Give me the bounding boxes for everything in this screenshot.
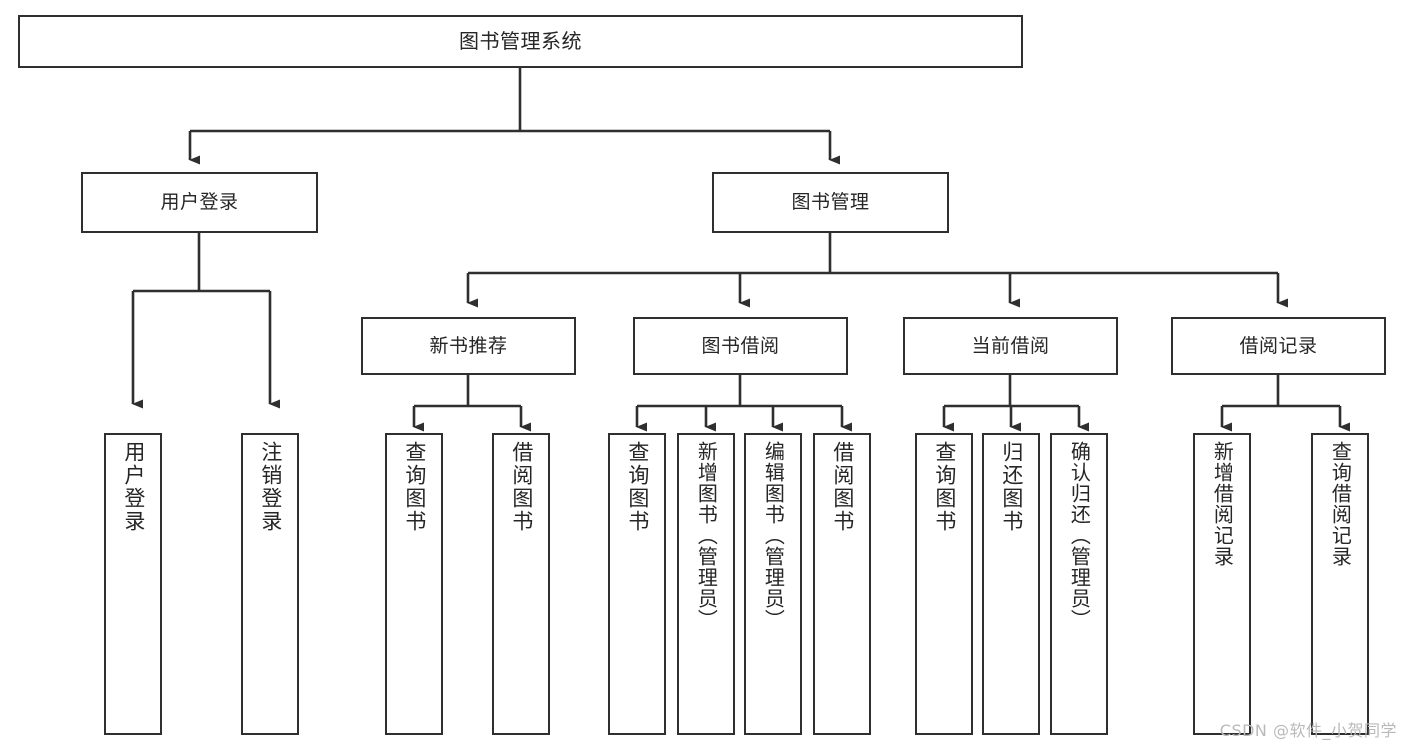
leaf-add-borrow-record[interactable]: 新增借阅记录 [1193, 433, 1251, 735]
node-label: 编辑图书（管理员） [761, 441, 786, 630]
node-user-login[interactable]: 用户登录 [81, 172, 318, 233]
leaf-borrow-book-borrow[interactable]: 借阅图书 [813, 433, 871, 735]
node-label: 新书推荐 [429, 334, 508, 357]
node-book-borrowing[interactable]: 图书借阅 [633, 317, 848, 375]
node-label: 图书管理 [791, 191, 870, 214]
node-label: 借阅图书 [830, 441, 855, 533]
node-current-borrowing[interactable]: 当前借阅 [903, 317, 1118, 375]
node-root-book-management-system[interactable]: 图书管理系统 [18, 15, 1023, 68]
node-label: 新增图书（管理员） [694, 441, 719, 630]
node-book-management[interactable]: 图书管理 [712, 172, 949, 233]
node-new-book-recommendation[interactable]: 新书推荐 [361, 317, 576, 375]
node-label: 借阅记录 [1239, 334, 1318, 357]
node-label: 当前借阅 [971, 334, 1050, 357]
node-label: 用户登录 [160, 191, 239, 214]
node-label: 用户登录 [121, 441, 146, 533]
node-label: 查询图书 [402, 441, 427, 533]
leaf-edit-book-admin[interactable]: 编辑图书（管理员） [744, 433, 802, 735]
node-label: 查询借阅记录 [1328, 441, 1353, 567]
node-label: 查询图书 [932, 441, 957, 533]
node-borrowing-record[interactable]: 借阅记录 [1171, 317, 1386, 375]
leaf-query-book-borrow[interactable]: 查询图书 [608, 433, 666, 735]
leaf-borrow-book-new-rec[interactable]: 借阅图书 [492, 433, 550, 735]
node-label: 新增借阅记录 [1210, 441, 1235, 567]
leaf-user-login[interactable]: 用户登录 [104, 433, 162, 735]
leaf-return-book[interactable]: 归还图书 [982, 433, 1040, 735]
csdn-watermark: CSDN @软件_小贺同学 [1219, 721, 1397, 740]
node-label: 查询图书 [625, 441, 650, 533]
leaf-query-book-current[interactable]: 查询图书 [915, 433, 973, 735]
node-label: 确认归还（管理员） [1067, 441, 1092, 630]
node-label: 归还图书 [999, 441, 1024, 533]
leaf-confirm-return-admin[interactable]: 确认归还（管理员） [1050, 433, 1108, 735]
node-label: 借阅图书 [509, 441, 534, 533]
leaf-query-book-new-rec[interactable]: 查询图书 [385, 433, 443, 735]
leaf-user-logout[interactable]: 注销登录 [241, 433, 299, 735]
node-label: 图书借阅 [701, 334, 780, 357]
node-label: 注销登录 [258, 441, 283, 533]
leaf-query-borrow-record[interactable]: 查询借阅记录 [1311, 433, 1369, 735]
node-label: 图书管理系统 [459, 28, 582, 53]
leaf-add-book-admin[interactable]: 新增图书（管理员） [677, 433, 735, 735]
